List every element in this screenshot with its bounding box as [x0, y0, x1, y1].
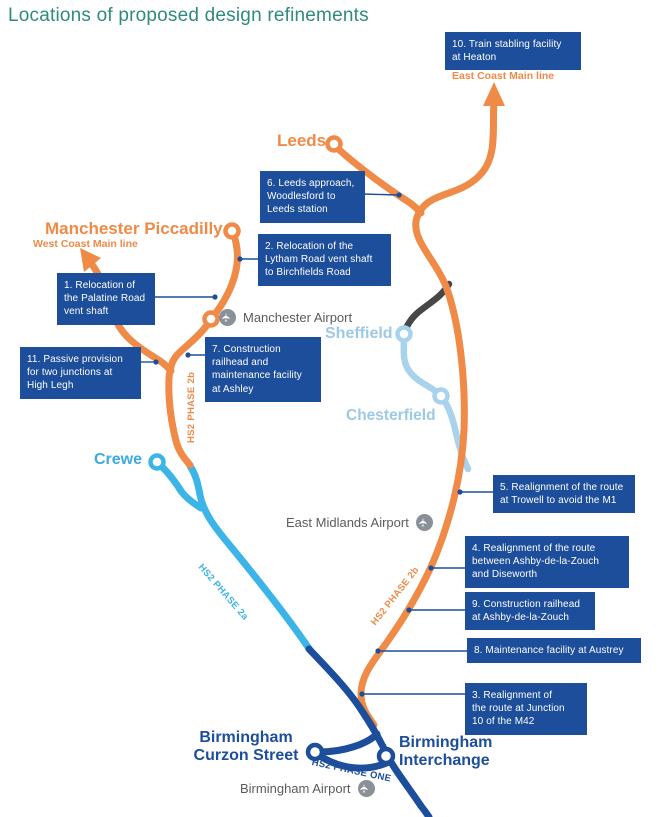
callout-connectors — [140, 193, 493, 695]
dot-9 — [406, 607, 412, 613]
airplane-icon-glyph: ✈ — [417, 517, 430, 528]
birmingham-interchange-label: Birmingham Interchange — [399, 734, 492, 769]
dot-3 — [359, 691, 365, 697]
callout-11: 11. Passive provision for two junctions … — [20, 347, 141, 399]
callout-2: 2. Relocation of the Lytham Road vent sh… — [258, 234, 391, 286]
dot-2 — [237, 256, 243, 262]
curzon-street-branch — [315, 730, 381, 756]
callout-5: 5. Realignment of the route at Trowell t… — [493, 475, 635, 514]
curzon-line1: Birmingham — [199, 729, 293, 746]
page-title: Locations of proposed design refinements — [8, 5, 369, 26]
airplane-icon: ✈ — [357, 780, 375, 797]
hs2-phase-2b-west-label: HS2 PHASE 2b — [186, 371, 197, 443]
west-coast-arrowhead-icon — [80, 248, 101, 272]
interchange-line1: Birmingham — [399, 734, 493, 751]
crewe-label: Crewe — [94, 451, 143, 468]
hs2-phase-2b-route-west — [165, 228, 241, 469]
callout-6: 6. Leeds approach, Woodlesford to Leeds … — [260, 171, 365, 223]
birmingham-airport: Birmingham Airport ✈ — [240, 780, 375, 797]
chesterfield-label: Chesterfield — [346, 407, 436, 424]
airplane-icon: ✈ — [415, 514, 433, 531]
birmingham-curzon-street-label: Birmingham Curzon Street — [188, 729, 304, 764]
leeds-branch — [330, 141, 425, 217]
crewe-station-marker — [148, 453, 166, 471]
airplane-icon-glyph: ✈ — [359, 783, 372, 794]
manchester-piccadilly-label: Manchester Piccadilly — [45, 219, 223, 238]
west-coast-main-line-label: West Coast Main line — [33, 238, 138, 250]
callout-7: 7. Construction railhead and maintenance… — [205, 337, 321, 402]
east-coast-main-line-label: East Coast Main line — [452, 70, 555, 82]
leeds-label: Leeds — [277, 131, 327, 150]
conventional-rail-sheffield-spur — [401, 280, 453, 335]
dot-7 — [185, 352, 191, 358]
dot-4 — [428, 565, 434, 571]
callout-3: 3. Realignment of the route at Junction … — [465, 683, 587, 735]
east-midlands-airport: East Midlands Airport ✈ — [286, 514, 433, 531]
manchester-airport: ✈ Manchester Airport — [219, 309, 352, 326]
sheffield-label: Sheffield — [325, 325, 393, 342]
callout-4: 4. Realignment of the route between Ashb… — [465, 536, 629, 588]
dot-8 — [375, 648, 381, 654]
manchester-piccadilly-station-marker — [223, 222, 241, 240]
manchester-airport-label: Manchester Airport — [243, 310, 353, 325]
dot-11 — [153, 359, 159, 365]
sheffield-station-marker — [395, 325, 413, 343]
manchester-airport-station-marker — [202, 310, 220, 328]
dot-6 — [396, 192, 402, 198]
interchange-line2: Interchange — [399, 751, 490, 769]
leeds-station-marker — [325, 135, 343, 153]
callout-1: 1. Relocation of the Palatine Road vent … — [57, 273, 155, 325]
east-coast-arrowhead-icon — [483, 82, 505, 106]
callout-8: 8. Maintenance facility at Austrey — [467, 638, 641, 664]
curzon-street-station-marker — [305, 742, 325, 762]
hs2-phase-2b-route-east — [357, 96, 498, 729]
crewe-spur — [156, 461, 205, 512]
east-midlands-airport-label: East Midlands Airport — [286, 515, 409, 530]
callout-connector-dots — [153, 192, 463, 697]
airplane-icon-glyph: ✈ — [221, 312, 233, 323]
chesterfield-station-marker — [432, 387, 450, 405]
airplane-icon: ✈ — [219, 309, 236, 326]
callout-10: 10. Train stabling facility at Heaton — [445, 32, 581, 71]
interchange-station-marker — [376, 746, 396, 766]
curzon-line2: Curzon Street — [193, 746, 299, 764]
dot-1 — [212, 294, 218, 300]
birmingham-airport-label: Birmingham Airport — [240, 781, 351, 796]
connector-6 — [362, 193, 400, 196]
dot-5 — [457, 489, 463, 495]
callout-9: 9. Construction railhead at Ashby-de-la-… — [465, 592, 595, 631]
hs2-phase-2a-route — [186, 462, 314, 654]
